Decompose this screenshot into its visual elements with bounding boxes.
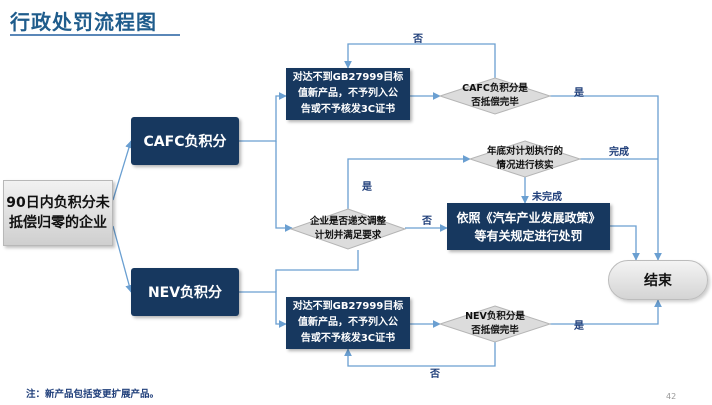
- title-underline: [10, 34, 180, 36]
- footnote: 注：新产品包括变更扩展产品。: [26, 389, 160, 400]
- arrow-start-cafc: [112, 140, 133, 201]
- end-node: 结束: [608, 260, 708, 300]
- page-number: 42: [666, 392, 677, 401]
- label-yes-nev: 是: [574, 321, 584, 332]
- nev-node: NEV负积分: [131, 268, 239, 316]
- arrow-start-nev: [112, 225, 133, 293]
- diamond-nev-label: NEV负积分是 否抵偿完毕: [465, 311, 525, 336]
- start-node: 90日内负积分未 抵偿归零的企业: [3, 180, 113, 246]
- label-no-bottom: 否: [430, 369, 440, 380]
- diamond-submit-label: 企业是否递交调整 计划并满足要求: [309, 216, 386, 241]
- loop-no-top: [344, 43, 496, 78]
- arrow-cafc-submit: [275, 141, 293, 232]
- arrow-nev-submit: [275, 250, 359, 292]
- label-done: 完成: [609, 147, 629, 158]
- label-yes-submit: 是: [362, 182, 372, 193]
- diamond-cafc-shape: [438, 77, 552, 115]
- label-not-done: 未完成: [532, 192, 562, 203]
- arrow-nev-yes-end: [550, 299, 662, 325]
- arrow-punish-end: [610, 225, 640, 261]
- arrow-submit-yes-plan: [347, 155, 471, 210]
- page-title: 行政处罚流程图: [10, 10, 157, 34]
- arrow-nev-note: [239, 291, 287, 328]
- label-yes-cafc: 是: [574, 88, 584, 99]
- diamond-plan-shape: [468, 140, 582, 178]
- diamond-cafc-label: CAFC负积分是 否抵偿完毕: [462, 83, 528, 108]
- arrow-cafc-note: [239, 92, 287, 142]
- cafc-node: CAFC负积分: [131, 117, 239, 165]
- cafc-restriction-box: 对达不到GB27999目标 值新产品，不予列入公 告或不予核发3C证书: [286, 68, 410, 120]
- arrow-cafc-yes-end: [550, 95, 662, 261]
- label-no-submit: 否: [422, 216, 432, 227]
- loop-no-bottom: [344, 342, 496, 367]
- diamond-nev-shape: [438, 305, 552, 343]
- label-no-top: 否: [413, 34, 423, 45]
- diamond-plan-label: 年底对计划执行的 情况进行核实: [486, 146, 563, 171]
- diamond-submit-shape: [289, 208, 407, 250]
- punishment-box: 依照《汽车产业发展政策》 等有关规定进行处罚: [447, 203, 610, 250]
- nev-restriction-box: 对达不到GB27999目标 值新产品，不予列入公 告或不予核发3C证书: [286, 297, 410, 349]
